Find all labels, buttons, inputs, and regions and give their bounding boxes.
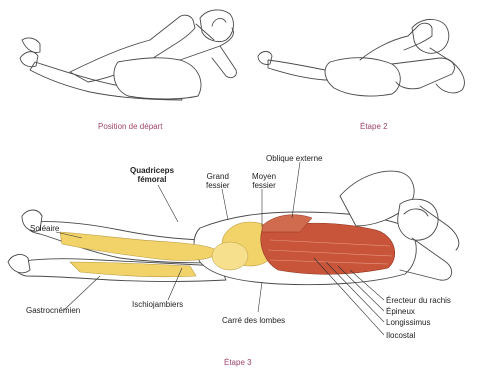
label-longissimus: Longissimus (386, 318, 430, 327)
label-erecteur-du-rachis: Érecteur du rachis (386, 296, 451, 305)
caption-start-position: Position de départ (98, 122, 163, 131)
label-quadriceps-femoral: Quadriceps fémoral (130, 166, 174, 184)
label-epineux: Épineux (386, 307, 415, 316)
caption-step-2: Étape 2 (360, 122, 388, 131)
label-soleaire: Soléaire (30, 224, 59, 233)
label-ischiojambiers: Ischiojambiers (132, 300, 183, 309)
figure-start-position (20, 10, 236, 100)
label-carre-des-lombes: Carré des lombes (222, 316, 285, 325)
caption-step-3: Étape 3 (224, 358, 252, 367)
label-grand-fessier: Grand fessier (206, 172, 230, 190)
figure-step-2 (258, 19, 464, 96)
label-moyen-fessier: Moyen fessier (252, 172, 276, 190)
label-ilocostal: Ilocostal (386, 331, 415, 340)
label-gastrocnemien: Gastrocnémien (26, 306, 80, 315)
label-oblique-externe: Oblique externe (266, 154, 322, 163)
